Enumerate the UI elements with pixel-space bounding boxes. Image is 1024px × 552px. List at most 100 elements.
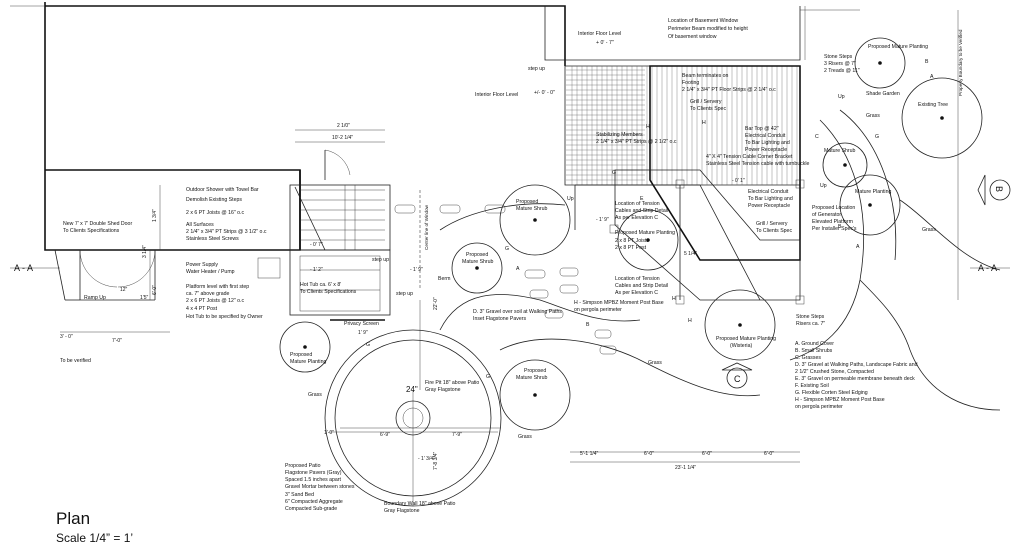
label-mature-planting-l2: Mature Planting bbox=[290, 359, 326, 365]
legend-item: F. Existing Soil bbox=[795, 383, 829, 389]
label-shrub-prop-b2: Mature Shrub bbox=[462, 259, 494, 265]
annotation-text: A - A A - A B C Plan Scale 1/4” = 1’ Int… bbox=[14, 18, 1004, 545]
label-stabilizing-1: Stabilizing Members bbox=[596, 132, 643, 138]
zone-letter: G bbox=[366, 342, 370, 348]
label-tension-loc-1: Location of Tension bbox=[615, 201, 660, 207]
label-up-3: Up bbox=[567, 196, 574, 202]
label-patio-5: 3" Sand Bed bbox=[285, 492, 314, 498]
label-all-surfaces-2: 2 1/4" x 3/4" PT Strips @ 3 1/2" o.c bbox=[186, 229, 267, 235]
label-step-up-3: step up bbox=[396, 291, 413, 297]
label-up-1: Up bbox=[838, 94, 845, 100]
drawing-title: Plan bbox=[56, 509, 90, 528]
label-bartop-4: Power Receptacle bbox=[745, 147, 787, 153]
label-basement-window-1: Location of Basement Window bbox=[668, 18, 738, 24]
label-to-be-verified: To be verified bbox=[60, 358, 91, 364]
label-ramp-up: Ramp Up bbox=[84, 295, 106, 301]
zone-letter: A bbox=[856, 244, 860, 250]
label-demolish-steps: Demolish Existing Steps bbox=[186, 197, 242, 203]
label-platform-1: Proposed Location bbox=[812, 205, 855, 211]
label-conduit-1: Electrical Conduit bbox=[748, 189, 789, 195]
label-tension-loc-b2: Cables and Strip Detail bbox=[615, 283, 668, 289]
pergola-deck bbox=[574, 65, 805, 305]
main-deck bbox=[564, 65, 801, 186]
label-grass-2: Grass bbox=[922, 227, 936, 233]
dim-text: 3 1/4" bbox=[142, 245, 148, 258]
label-grass-5: Grass bbox=[648, 360, 662, 366]
label-grass-4: Grass bbox=[518, 434, 532, 440]
house-outline bbox=[10, 2, 860, 251]
label-grill-1: Grill / Servery bbox=[690, 99, 722, 105]
dim-text: 7'-0" bbox=[112, 338, 122, 344]
label-outdoor-shower: Outdoor Shower with Towel Bar bbox=[186, 187, 259, 193]
label-mature-shrub-r: Mature Shrub bbox=[824, 148, 856, 154]
label-tension-loc-3: As per Elevation C bbox=[615, 215, 658, 221]
dim-text: - 0' 1" bbox=[732, 178, 745, 184]
dim-text: 2 1/0" bbox=[337, 123, 350, 129]
label-basement-window-3: Of basement window bbox=[668, 34, 717, 40]
legend-item: D. 3" Gravel at Walking Paths, Landscape… bbox=[795, 362, 918, 368]
label-shrub-prop-c1: Proposed bbox=[524, 368, 546, 374]
zone-letters: B A C G B A A G G H H H G G B H E bbox=[366, 59, 934, 380]
label-all-surfaces-3: Stainless Steel Screws bbox=[186, 236, 239, 242]
dim-text: - 0' 7" bbox=[310, 242, 323, 248]
dim-text: 23'-1 1/4" bbox=[675, 465, 696, 471]
label-floor-strips: 2 1/4" x 3/4" PT Floor Strips @ 2 1/4" o… bbox=[682, 87, 776, 93]
label-conduit-2: To Bar Lighting and bbox=[748, 196, 793, 202]
zone-letter: G bbox=[486, 374, 490, 380]
patio bbox=[324, 329, 502, 507]
label-shrub-prop-2: Mature Shrub bbox=[516, 206, 548, 212]
dim-text: 12" bbox=[120, 287, 128, 293]
dim-text: 1'5" bbox=[140, 295, 149, 301]
label-patio-3: Spaced 1.5 inches apart bbox=[285, 477, 342, 483]
label-stone-steps-low-1: Stone Steps bbox=[796, 314, 825, 320]
label-wisteria-1: Proposed Mature Planting bbox=[716, 336, 776, 342]
legend-item: 2 1/2" Crushed Stone, Compacted bbox=[795, 369, 874, 375]
label-interior-floor-mid: Interior Floor Level bbox=[475, 92, 518, 98]
label-joists-2x6-16: 2 x 6 PT Joists @ 16" o.c bbox=[186, 210, 244, 216]
dim-text: 5'-1 1/4" bbox=[580, 451, 599, 457]
zone-letter: G bbox=[505, 246, 509, 252]
zone-letter: B bbox=[925, 59, 929, 65]
label-gravel-2: Inset Flagstone Pavers bbox=[473, 316, 526, 322]
dim-text: - 1' 9" bbox=[410, 267, 423, 273]
label-interior-floor-mid-elev: +/- 0' - 0" bbox=[534, 90, 555, 96]
label-bartop-1: Bar Top @ 42" bbox=[745, 126, 779, 132]
label-post-4x4: 4 x 4 PT Post bbox=[186, 306, 218, 312]
label-berm: Berm bbox=[438, 276, 450, 282]
label-platform-4: Per Installer Spec's bbox=[812, 226, 857, 232]
label-grill-2b: To Clients Spec bbox=[756, 228, 792, 234]
zone-letter: A bbox=[930, 74, 934, 80]
label-centre-window: Center line of Window bbox=[424, 204, 429, 250]
dim-text: 10'-2 1/4" bbox=[332, 135, 353, 141]
label-joists-2x8: 2 x 8 PT Joists bbox=[615, 238, 649, 244]
label-step-up-1: step up bbox=[528, 66, 545, 72]
label-hot-tub-2: To Clients Specifications bbox=[300, 289, 357, 295]
section-b: B bbox=[994, 186, 1004, 192]
label-shrub-prop-1: Proposed bbox=[516, 199, 538, 205]
label-patio-6: 6" Compacted Aggregate bbox=[285, 499, 343, 505]
label-post-2x8: 2 x 8 PT Post bbox=[615, 245, 647, 251]
zone-letter: H bbox=[702, 120, 706, 126]
label-beam-terminates-2: Footing bbox=[682, 80, 699, 86]
drawing-scale: Scale 1/4” = 1’ bbox=[56, 531, 133, 545]
label-patio-4: Gravel Mortar between stones bbox=[285, 484, 355, 490]
dim-text: 7'-8 3/4" bbox=[433, 451, 439, 470]
label-hot-tub-1: Hot Tub ca. 6' x 8' bbox=[300, 282, 341, 288]
label-boundary-wall-1: Boundary Wall 18" above Patio bbox=[384, 501, 456, 507]
label-conduit-3: Power Receptacle bbox=[748, 203, 790, 209]
label-tension-loc-2: Cables and Strip Detail bbox=[615, 208, 668, 214]
legend-item: G. Flexible Corten Steel Edging bbox=[795, 390, 868, 396]
dim-text: 1' 9" bbox=[358, 330, 368, 336]
label-fire-pit-2: Gray Flagstone bbox=[425, 387, 461, 393]
landscape-curves bbox=[439, 109, 1001, 411]
label-shrub-prop-b1: Proposed bbox=[466, 252, 488, 258]
label-existing-tree: Existing Tree bbox=[918, 102, 948, 108]
label-simpson-1: H - Simpson MPBZ Moment Post Base bbox=[574, 300, 664, 306]
zone-letter: H bbox=[688, 318, 692, 324]
label-grass-3: Grass bbox=[308, 392, 322, 398]
label-tension-1: 4" X 4" Tension Cable Corner Bracket bbox=[706, 154, 793, 160]
label-all-surfaces-1: All Surfaces bbox=[186, 222, 214, 228]
label-grill-1b: To Clients Spec bbox=[690, 106, 726, 112]
dimension-text: 2 1/0" 10'-2 1/4" 1 3/4" 3 1/4" - 0' 7" … bbox=[60, 123, 774, 471]
label-mature-planting-r: Mature Planting bbox=[855, 189, 891, 195]
